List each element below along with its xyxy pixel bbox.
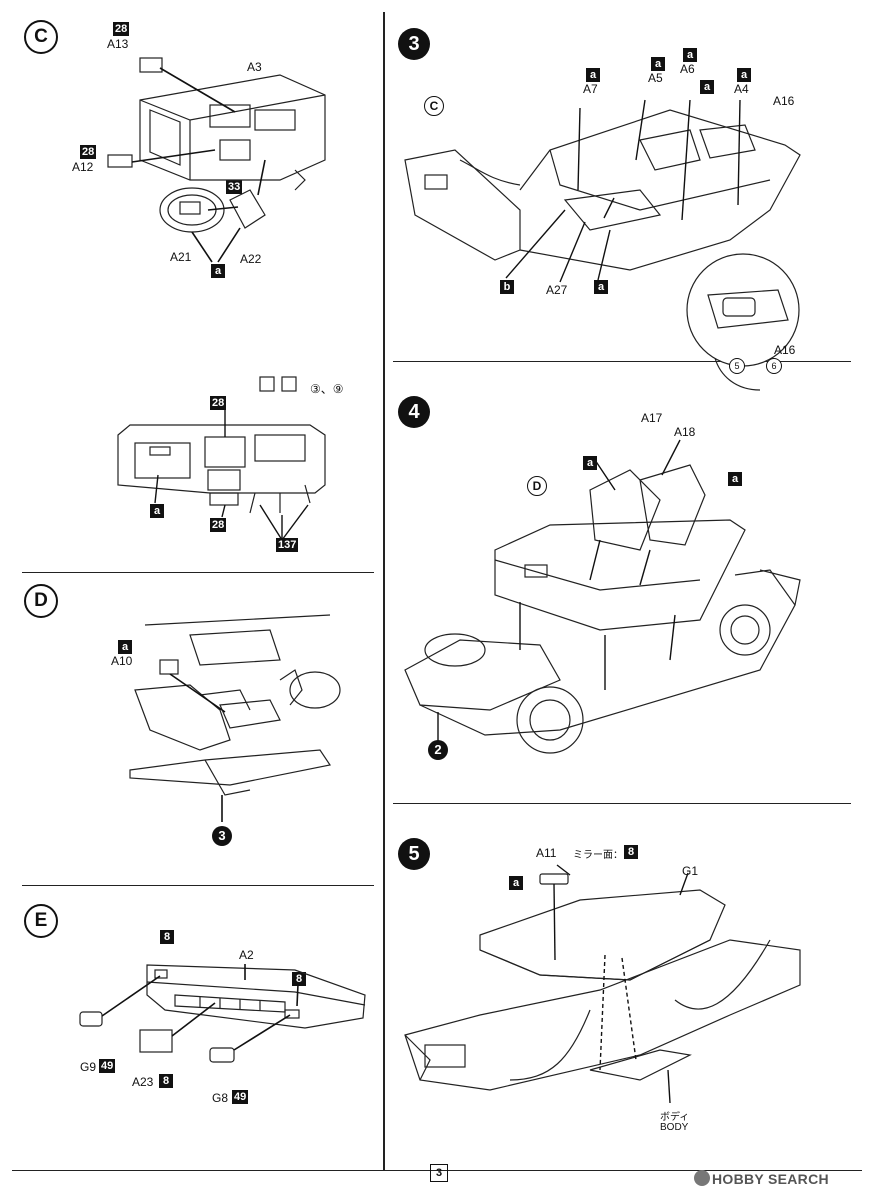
label-a2: A2 xyxy=(239,948,254,962)
label-a13: A13 xyxy=(107,37,129,51)
goto-step-2: 2 xyxy=(428,740,448,760)
badge-28-a12: 28 xyxy=(80,145,97,159)
badge-a-c2: a xyxy=(150,504,164,518)
label-a18: A18 xyxy=(674,425,696,439)
callout-d: D xyxy=(527,476,547,496)
goto-step-3: 3 xyxy=(212,826,232,846)
badge-b: b xyxy=(500,280,514,294)
badge-28-upper: 28 xyxy=(210,396,227,410)
badge-28-lower: 28 xyxy=(210,518,227,532)
badge-8-mirror: 8 xyxy=(624,845,638,859)
badge-a-a18: a xyxy=(728,472,742,486)
label-a27: A27 xyxy=(546,283,568,297)
badge-8-right: 8 xyxy=(292,972,306,986)
label-a3: A3 xyxy=(247,60,262,74)
paint-ref-3-9: ③、⑨ xyxy=(310,382,344,396)
label-a11: A11 xyxy=(536,846,557,860)
badge-33: 33 xyxy=(226,180,243,194)
label-g9: G9 xyxy=(80,1060,97,1074)
label-a7: A7 xyxy=(583,82,598,96)
paint-ref-5: 5 xyxy=(729,358,745,374)
badge-49-g9: 49 xyxy=(99,1059,116,1073)
label-a23: A23 xyxy=(132,1075,154,1089)
badge-a-a7: a xyxy=(586,68,600,82)
label-a16: A16 xyxy=(773,94,795,108)
interior-console-art xyxy=(129,614,341,822)
label-a12: A12 xyxy=(72,160,94,174)
body-shell-art xyxy=(404,864,801,1104)
label-a21: A21 xyxy=(170,250,192,264)
front-bumper-art xyxy=(79,964,366,1063)
bottom-rule xyxy=(12,1170,862,1171)
label-a16-detail: A16 xyxy=(774,343,796,357)
label-a6: A6 xyxy=(680,62,695,76)
vertical-divider xyxy=(383,12,385,1170)
label-a5: A5 xyxy=(648,71,663,85)
paint-ref-6: 6 xyxy=(766,358,782,374)
badge-a-a6: a xyxy=(683,48,697,62)
label-a4: A4 xyxy=(734,82,749,96)
divider-d-e xyxy=(22,885,374,886)
badge-28-a13: 28 xyxy=(113,22,130,36)
label-g8: G8 xyxy=(212,1091,229,1105)
label-a22: A22 xyxy=(240,252,262,266)
dashboard-decal-art xyxy=(117,376,326,541)
callout-c: C xyxy=(424,96,444,116)
badge-49-g8: 49 xyxy=(232,1090,249,1104)
badge-a-a5: a xyxy=(651,57,665,71)
badge-137: 137 xyxy=(276,538,299,552)
badge-a-a6b: a xyxy=(700,80,714,94)
label-a10: A10 xyxy=(111,654,133,668)
label-body-jp: ボディ xyxy=(660,1112,690,1123)
badge-a-d: a xyxy=(118,640,132,654)
label-a17: A17 xyxy=(641,411,663,425)
badge-a-a4: a xyxy=(737,68,751,82)
section-d-marker: D xyxy=(24,584,58,618)
step-5-marker: 5 xyxy=(398,838,430,870)
dashboard-exploded-art xyxy=(107,57,326,263)
section-e-marker: E xyxy=(24,904,58,938)
page-number: 3 xyxy=(430,1164,448,1182)
step-3-marker: 3 xyxy=(398,28,430,60)
step-4-marker: 4 xyxy=(398,396,430,428)
chassis-with-seats-art xyxy=(404,439,801,754)
badge-a-a17: a xyxy=(583,456,597,470)
hobby-search-logo-icon xyxy=(694,1170,710,1186)
label-mirror-surface: ミラー面： xyxy=(573,850,623,861)
section-c-marker: C xyxy=(24,20,58,54)
a16-detail-circle xyxy=(686,253,800,367)
badge-8-left: 8 xyxy=(160,930,174,944)
badge-a-a11: a xyxy=(509,876,523,890)
badge-a-c1: a xyxy=(211,264,225,278)
label-body-en: BODY xyxy=(660,1122,689,1133)
divider-c-d xyxy=(22,572,374,573)
label-g1: G1 xyxy=(682,864,699,878)
badge-8-a23: 8 xyxy=(159,1074,173,1088)
divider-4-5 xyxy=(393,803,851,804)
divider-3-4 xyxy=(393,361,851,362)
badge-a-floor: a xyxy=(594,280,608,294)
watermark: HOBBY SEARCH xyxy=(712,1171,829,1187)
